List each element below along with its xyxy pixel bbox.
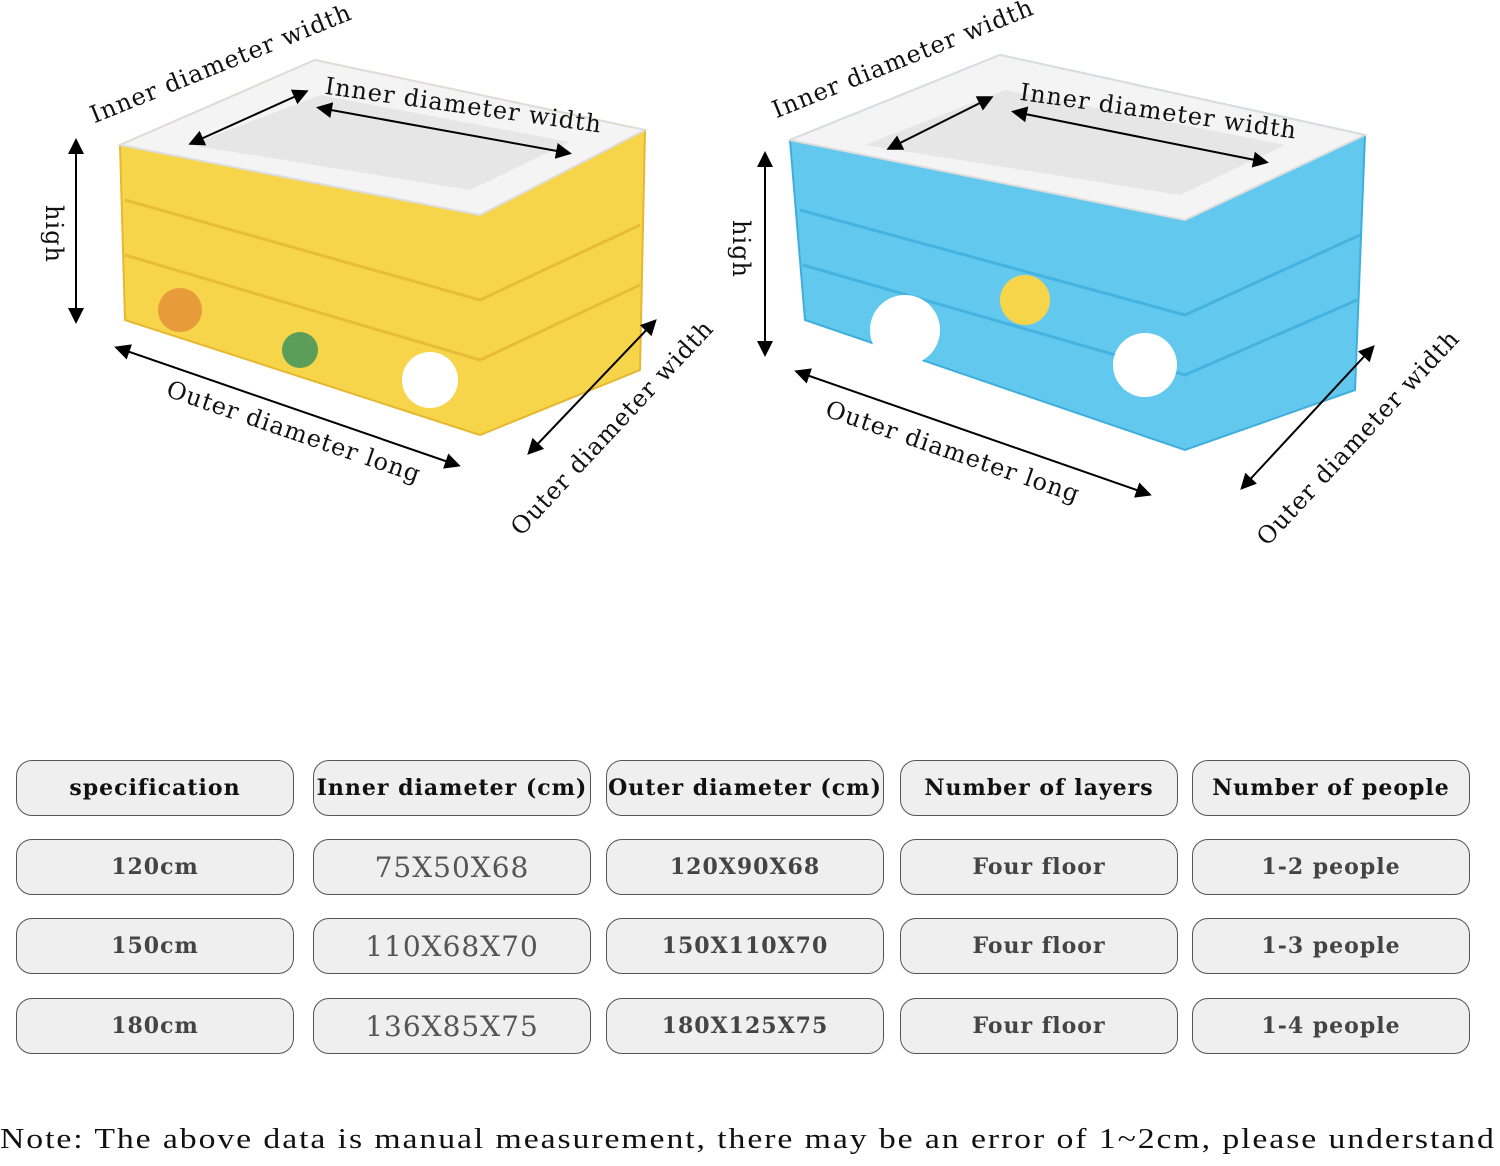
table-cell: 150X110X70	[606, 918, 884, 974]
table-cell: Four floor	[900, 918, 1178, 974]
table-cell: 1-4 people	[1192, 998, 1470, 1054]
header-outer-diameter: Outer diameter (cm)	[606, 760, 884, 816]
table-cell: 110X68X70	[313, 918, 591, 974]
table-cell: 150cm	[16, 918, 294, 974]
table-cell: 180X125X75	[606, 998, 884, 1054]
table-cell: 1-2 people	[1192, 839, 1470, 895]
measurement-note: Note: The above data is manual measureme…	[0, 1124, 1496, 1155]
dimension-arrows	[68, 89, 1375, 498]
label-high: high	[40, 205, 68, 263]
table-cell: 136X85X75	[313, 998, 591, 1054]
header-people: Number of people	[1192, 760, 1470, 816]
table-cell: 180cm	[16, 998, 294, 1054]
table-cell: 75X50X68	[313, 839, 591, 895]
header-layers: Number of layers	[900, 760, 1178, 816]
table-cell: Four floor	[900, 998, 1178, 1054]
table-cell: 120cm	[16, 839, 294, 895]
table-cell: Four floor	[900, 839, 1178, 895]
table-cell: 1-3 people	[1192, 918, 1470, 974]
table-cell: 120X90X68	[606, 839, 884, 895]
header-specification: specification	[16, 760, 294, 816]
label-high: high	[727, 220, 755, 278]
header-inner-diameter: Inner diameter (cm)	[313, 760, 591, 816]
